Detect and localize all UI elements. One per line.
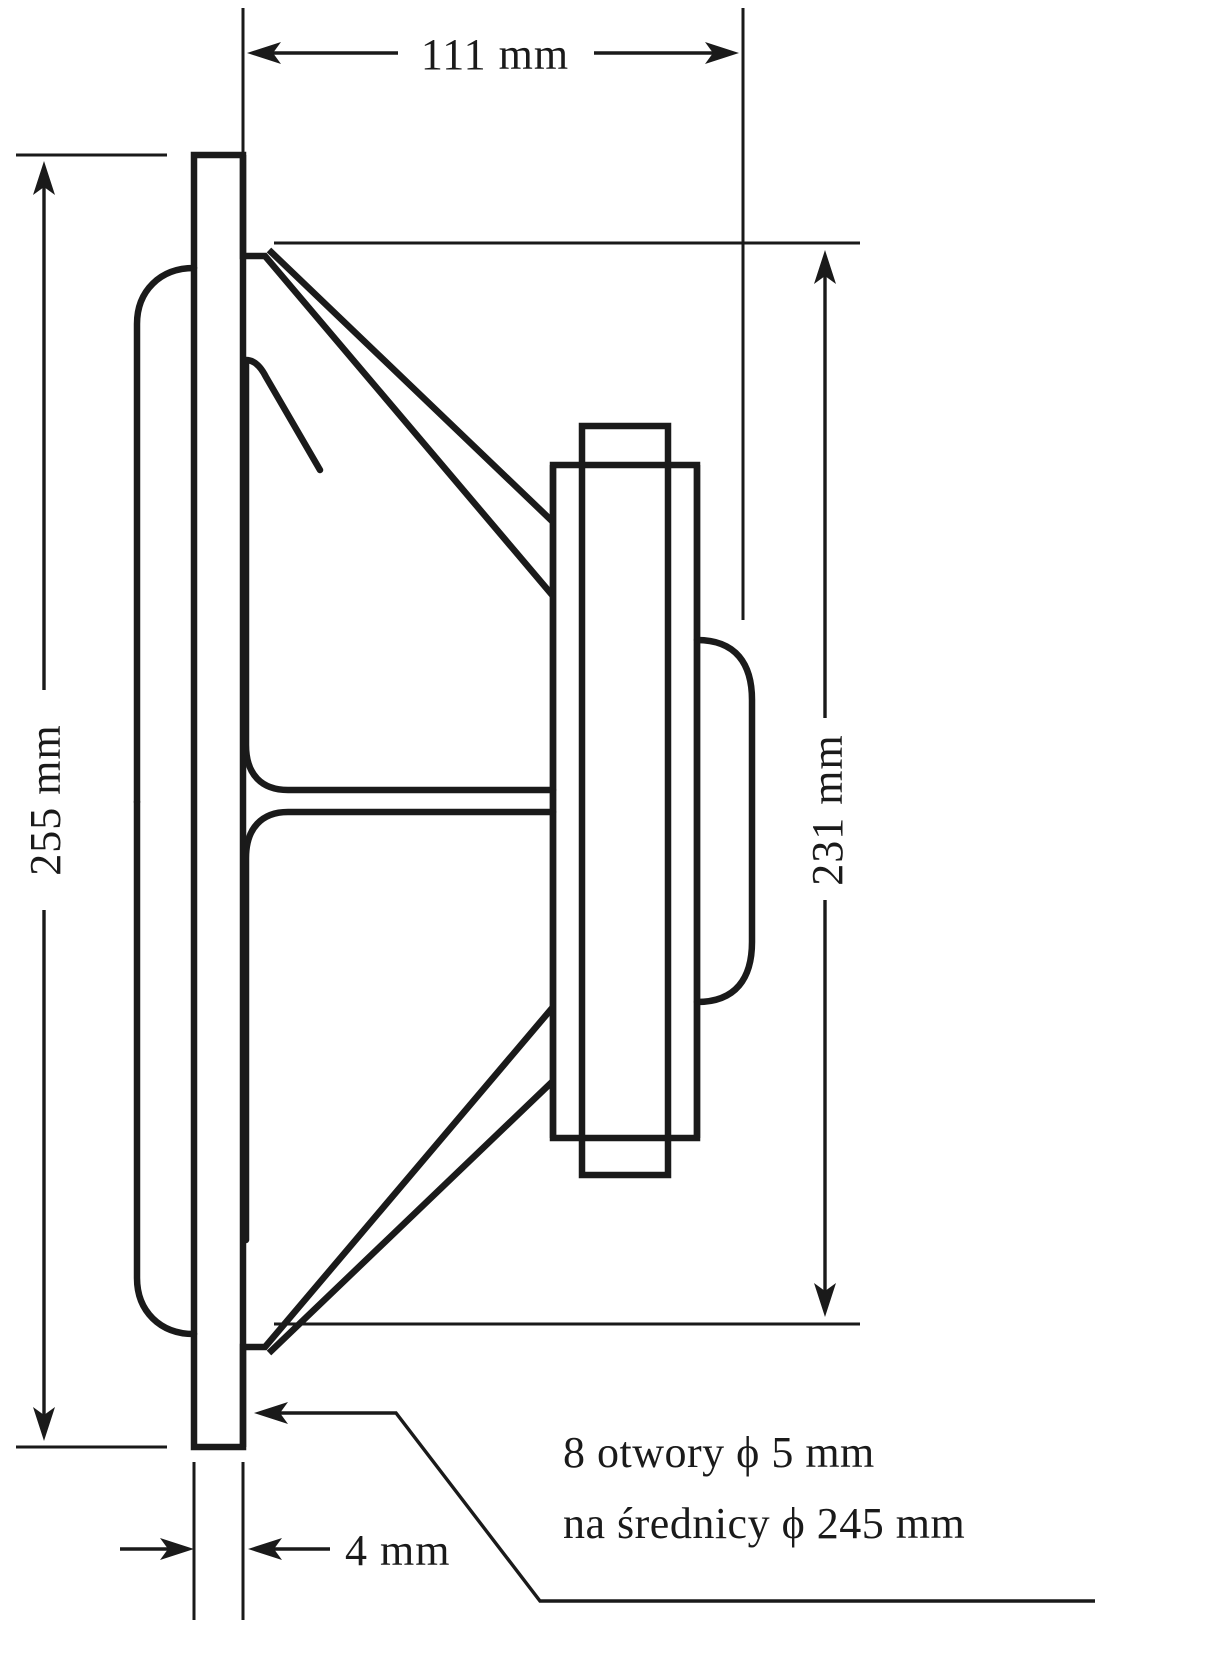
cone-inner-bottom xyxy=(242,808,557,1244)
basket-upper-arm-outer xyxy=(239,155,556,599)
mounting-flange-outline xyxy=(190,151,247,1451)
dimension-depth-111mm: 111 mm xyxy=(241,8,745,620)
magnet-outer-plate xyxy=(549,461,701,1142)
magnet-body xyxy=(578,422,672,1179)
note-holes-line2: na średnicy ϕ 245 mm xyxy=(563,1499,965,1548)
dim-label-255mm: 255 mm xyxy=(21,724,70,875)
dimension-basket-diameter-231mm: 231 mm xyxy=(274,241,860,1326)
cone-inner-top-web xyxy=(242,359,557,794)
cone-surround-bottom xyxy=(133,798,198,1338)
note-holes-line1: 8 otwory ϕ 5 mm xyxy=(563,1428,875,1477)
dim-label-231mm: 231 mm xyxy=(803,734,852,885)
dimension-flange-thickness-4mm: 4 mm xyxy=(120,1462,450,1620)
leader-line-holes xyxy=(268,1411,1095,1603)
basket-lower-arm-outer xyxy=(239,1004,556,1447)
dim-label-111mm: 111 mm xyxy=(421,30,569,79)
basket-upper-arm-inner xyxy=(266,247,556,525)
rear-cover-bump xyxy=(693,636,756,1006)
speaker-cross-section xyxy=(133,151,756,1451)
cone-surround-top xyxy=(133,264,198,806)
cone-inner-top xyxy=(242,356,324,474)
dim-label-4mm: 4 mm xyxy=(345,1526,450,1575)
basket-lower-arm-inner xyxy=(266,1078,556,1356)
mounting-holes-note: 8 otwory ϕ 5 mm na średnicy ϕ 245 mm xyxy=(254,1402,1095,1603)
dimension-outer-diameter-255mm: 255 mm xyxy=(16,153,167,1449)
